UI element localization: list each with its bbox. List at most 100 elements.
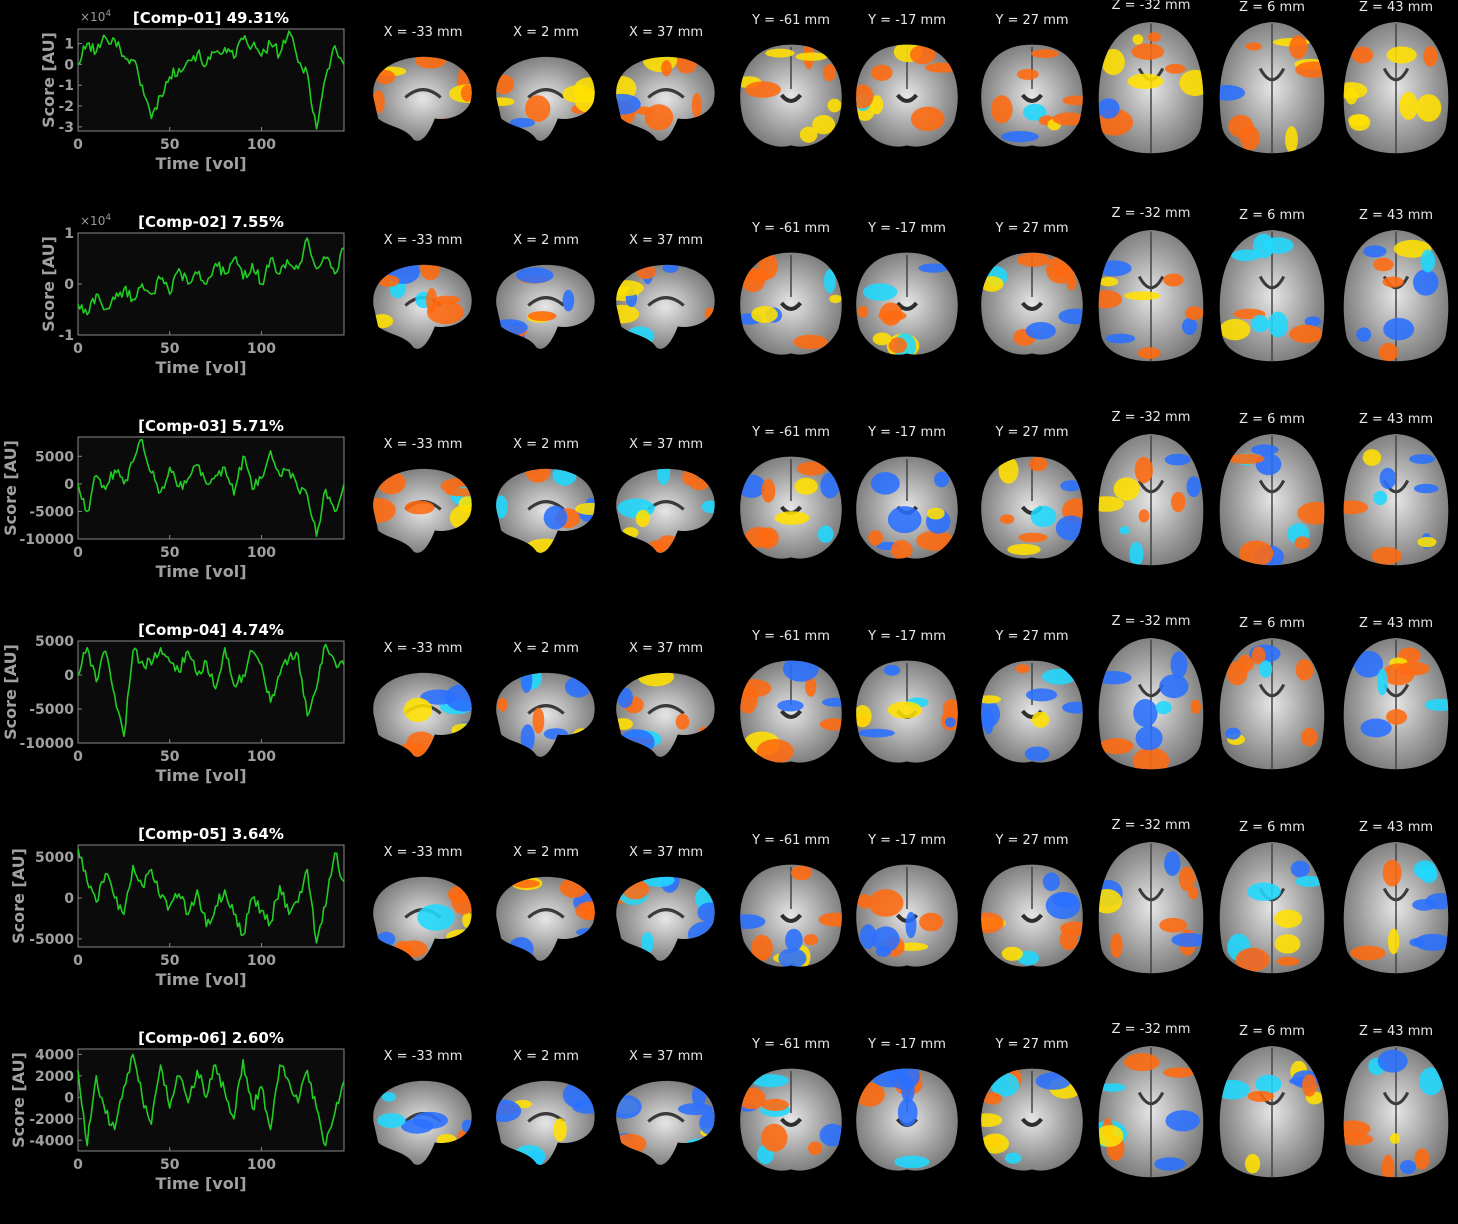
- activation-blob: [445, 683, 472, 712]
- activation-blob: [982, 1092, 1003, 1105]
- slice-coordinate-label: X = 2 mm: [513, 1049, 579, 1064]
- activation-blob: [616, 280, 644, 296]
- slice-coordinate-label: Y = -61 mm: [752, 425, 830, 440]
- brain-slice-image: [1098, 842, 1204, 974]
- activation-blob: [1420, 865, 1438, 884]
- activation-blob: [562, 289, 575, 312]
- x-axis-label: Time [vol]: [155, 970, 246, 989]
- activation-blob: [1159, 674, 1189, 699]
- activation-blob: [1351, 46, 1374, 64]
- activation-blob: [1225, 727, 1241, 740]
- brain-slice-image: [373, 264, 472, 349]
- activation-blob: [556, 737, 583, 754]
- x-tick-label: 0: [73, 341, 83, 357]
- activation-blob: [1388, 928, 1400, 955]
- activation-blob: [1258, 660, 1273, 678]
- activation-blob: [782, 660, 819, 682]
- brain-slice-image: [496, 56, 595, 141]
- plot-area: [77, 28, 345, 132]
- slice-coordinate-label: X = -33 mm: [383, 845, 463, 860]
- timecourse-line: [77, 643, 345, 737]
- activation-blob: [774, 511, 810, 525]
- activation-blob: [451, 723, 472, 738]
- brain-slice-image: [1219, 22, 1325, 154]
- activation-blob: [872, 332, 892, 346]
- activation-blob: [1110, 933, 1123, 958]
- activation-blob: [575, 89, 595, 114]
- activation-blob: [1301, 727, 1318, 747]
- activation-blob: [1129, 541, 1144, 566]
- activation-blob: [856, 1082, 885, 1107]
- y-tick-label: -2000: [29, 1112, 74, 1128]
- y-tick-label: 2000: [35, 1069, 74, 1085]
- y-tick-label: 1: [64, 37, 74, 53]
- activation-blob: [1098, 1125, 1124, 1147]
- activation-blob: [377, 931, 396, 947]
- activation-blob: [516, 267, 554, 284]
- activation-blob: [822, 64, 836, 82]
- slice-coordinate-label: X = 2 mm: [513, 233, 579, 248]
- activation-blob: [829, 294, 842, 304]
- activation-blob: [1001, 131, 1039, 143]
- activation-blob: [642, 56, 678, 73]
- activation-blob: [543, 505, 568, 530]
- activation-blob: [1188, 887, 1199, 900]
- axis-exponent-label: ×104: [80, 213, 111, 228]
- activation-blob: [1294, 536, 1311, 549]
- y-tick-label: 1: [64, 226, 74, 242]
- activation-blob: [1386, 46, 1417, 64]
- activation-blob: [1304, 316, 1321, 327]
- y-tick-label: -5000: [29, 932, 74, 948]
- activation-blob: [1179, 69, 1204, 97]
- brain-slice-image: [740, 44, 842, 147]
- activation-blob: [797, 461, 826, 476]
- activation-blob: [1131, 43, 1165, 60]
- activation-blob: [520, 672, 533, 693]
- activation-blob: [1024, 746, 1050, 762]
- activation-blob: [1226, 661, 1248, 686]
- activation-blob: [1045, 891, 1081, 920]
- activation-blob: [420, 264, 441, 281]
- activation-blob: [552, 468, 577, 486]
- slice-coordinate-label: Y = -61 mm: [752, 13, 830, 28]
- y-tick-label: -4000: [29, 1133, 74, 1149]
- y-tick-label: 0: [64, 57, 74, 73]
- activation-blob: [793, 334, 828, 350]
- activation-blob: [1251, 646, 1266, 665]
- activation-blob: [862, 283, 898, 301]
- activation-blob: [497, 697, 508, 712]
- activation-blob: [1378, 342, 1399, 362]
- activation-blob: [445, 488, 472, 497]
- activation-blob: [817, 525, 834, 543]
- plot-area: [77, 844, 345, 948]
- activation-blob: [799, 126, 818, 143]
- timecourse-line: [77, 30, 345, 130]
- activation-blob: [777, 699, 804, 712]
- brain-slice-image: [981, 456, 1083, 559]
- activation-blob: [740, 686, 758, 714]
- activation-blob: [819, 1123, 842, 1147]
- activation-blob: [1098, 98, 1120, 119]
- component-title: [Comp-06] 2.60%: [138, 1029, 284, 1047]
- activation-blob: [412, 1111, 448, 1129]
- y-axis-label: Score [AU]: [39, 32, 58, 128]
- activation-blob: [1042, 668, 1077, 685]
- slice-coordinate-label: Z = 6 mm: [1239, 820, 1305, 835]
- activation-blob: [381, 1092, 397, 1102]
- activation-blob: [1274, 934, 1301, 954]
- activation-blob: [553, 125, 580, 137]
- activation-blob: [426, 288, 438, 314]
- activation-blob: [575, 502, 595, 515]
- plot-area: [77, 436, 345, 540]
- activation-blob: [1016, 68, 1039, 80]
- slice-coordinate-label: Z = 43 mm: [1358, 616, 1434, 631]
- slice-coordinate-label: X = -33 mm: [383, 233, 463, 248]
- brain-slice-image: [496, 468, 595, 553]
- activation-blob: [442, 739, 455, 750]
- brain-slice-image: [496, 876, 595, 961]
- activation-blob: [761, 1098, 789, 1111]
- activation-blob: [888, 337, 907, 354]
- slice-coordinate-label: Y = -61 mm: [752, 629, 830, 644]
